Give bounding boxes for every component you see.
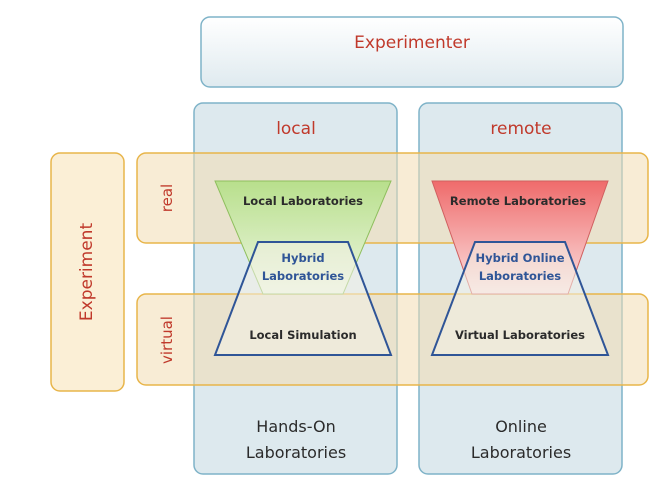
- hybrid-online-line1: Hybrid Online: [475, 251, 564, 265]
- remote-footer-line1: Online: [495, 417, 547, 436]
- hybrid-labs-line2: Laboratories: [262, 269, 344, 283]
- local-simulation-shape: [213, 241, 393, 356]
- experimenter-title: Experimenter: [354, 33, 470, 53]
- experiment-label: Experiment: [77, 223, 97, 322]
- experimenter-box: [200, 16, 624, 88]
- local-footer-line1: Hands-On: [256, 417, 335, 436]
- virtual-laboratories-shape: [430, 241, 610, 356]
- row-virtual-label: virtual: [158, 316, 176, 364]
- local-simulation-label: Local Simulation: [249, 328, 356, 342]
- virtual-laboratories-label: Virtual Laboratories: [455, 328, 585, 342]
- row-real-label: real: [158, 184, 176, 212]
- local-footer-line2: Laboratories: [246, 443, 346, 462]
- experiment-box: [50, 152, 125, 392]
- remote-laboratories-label: Remote Laboratories: [450, 194, 586, 208]
- hybrid-online-line2: Laboratories: [479, 269, 561, 283]
- column-remote-label: remote: [490, 119, 551, 139]
- column-local-label: local: [276, 119, 316, 139]
- local-laboratories-label: Local Laboratories: [243, 194, 363, 208]
- remote-footer-line2: Laboratories: [471, 443, 571, 462]
- hybrid-labs-line1: Hybrid: [281, 251, 324, 265]
